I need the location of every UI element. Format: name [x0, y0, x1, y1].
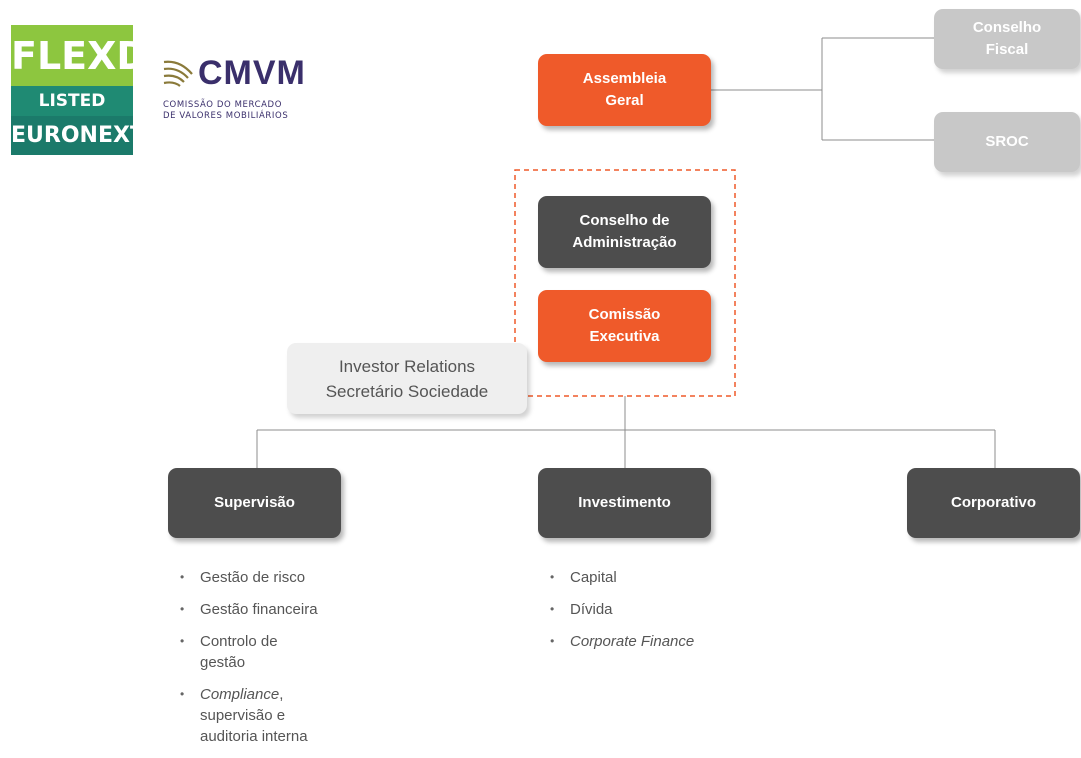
list-item: Corporate Finance [550, 631, 770, 652]
cmvm-subtitle: COMISSÃO DO MERCADO DE VALORES MOBILIÁRI… [163, 100, 289, 121]
node-corporativo: Corporativo [907, 468, 1080, 538]
node-sroc: SROC [934, 112, 1080, 172]
flexd-euronext-logo: FLEXD LISTED EURONEXT [11, 25, 148, 155]
investimento-list: Capital Dívida Corporate Finance [550, 567, 770, 663]
node-investimento: Investimento [538, 468, 711, 538]
listed-logo-text: LISTED [38, 91, 106, 111]
node-conselho-administracao: Conselho de Administração [538, 196, 711, 268]
list-item: Compliance, supervisão e auditoria inter… [180, 684, 370, 747]
list-item: Controlo de gestão [180, 631, 370, 673]
node-comissao-executiva: Comissão Executiva [538, 290, 711, 362]
cmvm-wordmark: CMVM [198, 54, 306, 92]
node-assembleia-geral: Assembleia Geral [538, 54, 711, 126]
supervisao-list: Gestão de risco Gestão financeira Contro… [180, 567, 370, 758]
compliance-text: Compliance [200, 686, 280, 703]
cmvm-logo-icon [163, 60, 193, 87]
node-supervisao: Supervisão [168, 468, 341, 538]
list-item: Capital [550, 567, 770, 588]
list-item: Gestão financeira [180, 599, 370, 620]
compliance-rest-text: , supervisão e auditoria interna [200, 686, 308, 745]
list-item: Gestão de risco [180, 567, 370, 588]
euronext-logo-text: EURONEXT [11, 123, 145, 148]
list-item: Dívida [550, 599, 770, 620]
flexd-logo-text: FLEXD [11, 34, 148, 78]
node-conselho-fiscal: Conselho Fiscal [934, 9, 1080, 69]
executive-group-outline [514, 169, 736, 397]
node-investor-relations: Investor Relations Secretário Sociedade [287, 343, 527, 414]
